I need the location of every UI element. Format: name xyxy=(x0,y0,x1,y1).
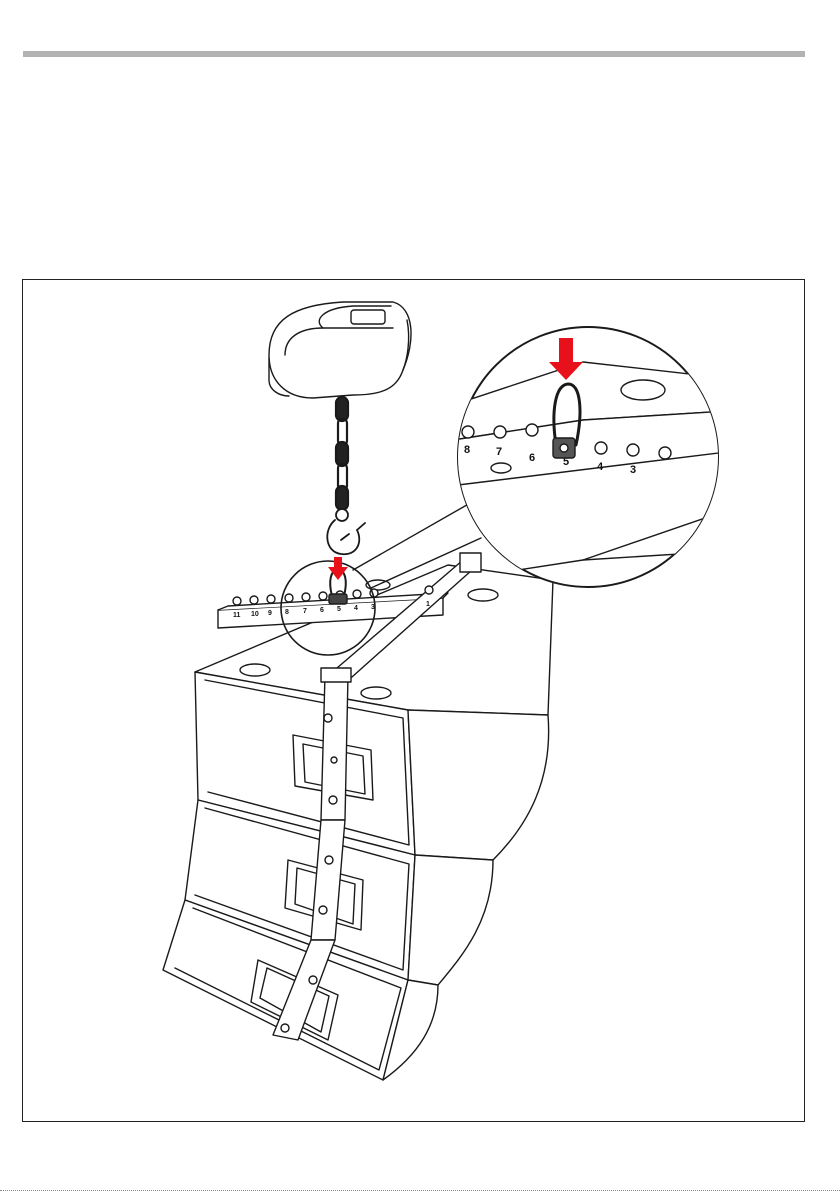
bumper-hole-8: 8 xyxy=(285,609,289,616)
chain xyxy=(336,397,348,510)
rigging-illustration: 11 10 9 8 7 6 5 4 3 1 xyxy=(23,280,806,1123)
detail-hole-3: 3 xyxy=(630,464,636,476)
bumper-hole-9: 9 xyxy=(268,610,272,617)
detail-hole-7: 7 xyxy=(496,446,502,458)
detail-hole-6: 6 xyxy=(529,452,535,464)
bumper-hole-1: 1 xyxy=(426,601,430,608)
speaker-array xyxy=(163,565,553,1080)
detail-hole-8: 8 xyxy=(464,444,470,456)
bumper-hole-7: 7 xyxy=(303,608,307,615)
bumper-hole-4: 4 xyxy=(354,605,358,612)
header-rule xyxy=(23,51,805,57)
detail-hole-4: 4 xyxy=(597,461,604,473)
chain-hoist-icon xyxy=(269,302,411,398)
hook-icon xyxy=(327,509,365,554)
rigging-figure: 11 10 9 8 7 6 5 4 3 1 xyxy=(22,279,805,1122)
detail-zoom: 8 7 6 5 4 3 xyxy=(453,327,743,587)
bumper-hole-11: 11 xyxy=(233,612,241,619)
bumper-hole-10: 10 xyxy=(251,611,259,618)
bumper-hole-5: 5 xyxy=(337,606,341,613)
bumper-hole-6: 6 xyxy=(320,607,324,614)
